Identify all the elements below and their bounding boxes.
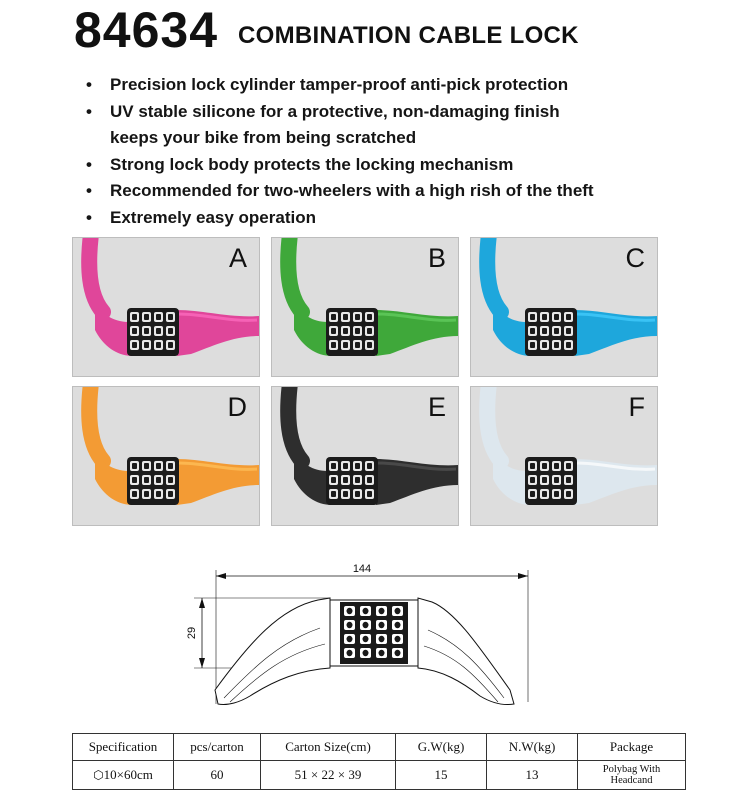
lock-body-left <box>95 304 133 356</box>
variant-letter: D <box>227 392 248 422</box>
variant-letter: A <box>228 243 247 273</box>
feature-text: keeps your bike from being scratched <box>110 128 417 147</box>
col-specification: Specification <box>72 733 174 761</box>
col-nw: N.W(kg) <box>486 733 578 761</box>
feature-text: Recommended for two-wheelers with a high… <box>110 181 594 200</box>
bullet-icon: • <box>86 101 92 121</box>
cell-nw: 13 <box>486 760 578 790</box>
variant-panel-f: F <box>470 386 658 526</box>
arrow-right-icon <box>518 573 528 579</box>
lock-body-left <box>493 304 531 356</box>
bullet-icon: • <box>86 154 92 174</box>
feature-item: • Recommended for two-wheelers with a hig… <box>86 178 594 205</box>
lock-body-right <box>575 310 657 356</box>
feature-list: • Precision lock cylinder tamper-proof an… <box>86 72 594 231</box>
lock-photo-f <box>479 387 657 505</box>
feature-text: Extremely easy operation <box>110 207 316 227</box>
lock-body-right <box>177 459 259 505</box>
lock-body-right <box>376 310 458 356</box>
lock-body-right <box>376 459 458 505</box>
cable <box>81 387 111 469</box>
length-label: 144 <box>353 563 371 575</box>
cable <box>479 238 509 320</box>
feature-item: • Strong lock body protects the locking m… <box>86 152 594 179</box>
variant-letter: C <box>625 243 646 273</box>
dimension-drawing: 144 29 <box>186 563 529 705</box>
variant-letter: B <box>427 243 446 273</box>
bullet-icon: • <box>86 207 92 227</box>
cable <box>81 238 111 320</box>
cable <box>280 387 310 469</box>
variant-panel-d: D <box>72 386 260 526</box>
col-package: Package <box>577 733 686 761</box>
lock-body-left <box>294 453 332 505</box>
cell-specification: ⬡10×60cm <box>72 760 174 790</box>
arrow-up-icon <box>199 598 205 608</box>
col-pcs-carton: pcs/carton <box>173 733 261 761</box>
lock-body-left <box>95 453 133 505</box>
lock-photo-a <box>81 238 259 356</box>
variant-letter: E <box>427 392 446 422</box>
package-line: Headcand <box>610 775 653 786</box>
arrow-left-icon <box>216 573 226 579</box>
feature-continuation: keeps your bike from being scratched <box>86 125 594 152</box>
feature-item: • Precision lock cylinder tamper-proof an… <box>86 72 594 99</box>
bullet-icon: • <box>86 75 92 94</box>
model-number: 84634 <box>74 2 219 58</box>
table-row: ⬡10×60cm 60 51 × 22 × 39 15 13 Polybag W… <box>72 760 686 790</box>
feature-text: Precision lock cylinder tamper-proof ant… <box>110 75 569 94</box>
cell-gw: 15 <box>395 760 487 790</box>
feature-item: • Extremely easy operation <box>86 205 594 232</box>
cable <box>280 238 310 320</box>
lock-photo-d <box>81 387 259 505</box>
feature-text: Strong lock body protects the locking me… <box>110 154 514 174</box>
lock-photo-e <box>280 387 458 505</box>
col-carton-size: Carton Size(cm) <box>260 733 396 761</box>
variant-letter: F <box>628 392 646 422</box>
hexagon-icon: ⬡ <box>93 768 104 782</box>
feature-item: • UV stable silicone for a protective, no… <box>86 99 594 126</box>
lock-photo-b <box>280 238 458 356</box>
variant-panel-a: A <box>72 237 260 377</box>
combination-dials <box>340 602 408 664</box>
lock-body-right <box>575 459 657 505</box>
package-line: Polybag With <box>602 764 661 775</box>
lock-body-right <box>177 310 259 356</box>
lock-photo-c <box>479 238 657 356</box>
cable <box>479 387 509 469</box>
lock-body-left <box>294 304 332 356</box>
variant-panel-c: C <box>470 237 658 377</box>
feature-text: UV stable silicone for a protective, non… <box>110 101 560 121</box>
bullet-icon: • <box>86 181 92 200</box>
cell-carton-size: 51 × 22 × 39 <box>260 760 396 790</box>
height-label: 29 <box>186 627 198 639</box>
variant-panel-b: B <box>271 237 459 377</box>
arrow-down-icon <box>199 658 205 668</box>
product-title: COMBINATION CABLE LOCK <box>238 22 579 49</box>
table-header-row: Specification pcs/carton Carton Size(cm)… <box>72 733 686 761</box>
spec-value: 10×60cm <box>103 767 153 782</box>
col-gw: G.W(kg) <box>395 733 487 761</box>
specification-table: Specification pcs/carton Carton Size(cm)… <box>72 733 686 790</box>
lock-body-left <box>493 453 531 505</box>
cell-pcs-carton: 60 <box>173 760 261 790</box>
variant-panel-e: E <box>271 386 459 526</box>
